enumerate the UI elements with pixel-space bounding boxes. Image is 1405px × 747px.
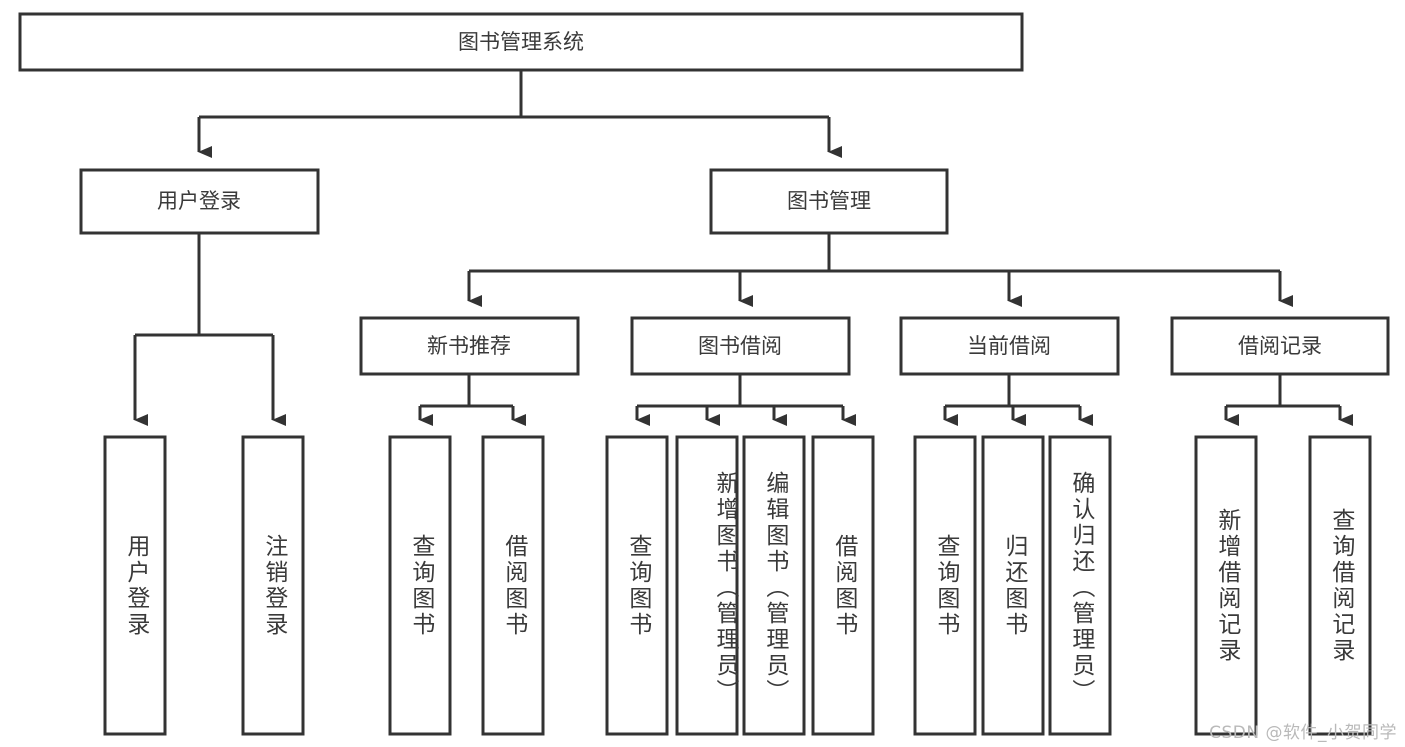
node-book-borrow-label: 图书借阅 <box>698 334 782 358</box>
node-current-borrow[interactable]: 当前借阅 <box>899 316 1120 376</box>
node-user-login-label: 用户登录 <box>157 189 241 213</box>
node-root[interactable]: 图书管理系统 <box>18 12 1024 72</box>
node-leaf-borrow-book-1-box[interactable] <box>481 435 545 736</box>
node-new-book-recommend[interactable]: 新书推荐 <box>359 316 580 376</box>
connector-layer <box>133 70 1353 426</box>
node-leaf-borrow-book-2-box[interactable] <box>811 435 875 736</box>
node-leaf-query-book-3-box[interactable] <box>913 435 977 736</box>
node-user-login-box[interactable] <box>79 168 320 235</box>
watermark-text: CSDN @软件_小贺同学 <box>1209 723 1397 743</box>
node-leaf-logout-box[interactable] <box>241 435 305 736</box>
node-borrow-record[interactable]: 借阅记录 <box>1170 316 1390 376</box>
node-leaf-confirm-return-box[interactable] <box>1048 435 1112 736</box>
node-leaf-query-book-1-box[interactable] <box>388 435 452 736</box>
node-leaf-return-book-box[interactable] <box>981 435 1045 736</box>
node-leaf-add-record-box[interactable] <box>1194 435 1258 736</box>
node-new-book-recommend-box[interactable] <box>359 316 580 376</box>
node-new-book-recommend-label: 新书推荐 <box>427 334 511 358</box>
node-user-login[interactable]: 用户登录 <box>79 168 320 235</box>
node-current-borrow-box[interactable] <box>899 316 1120 376</box>
node-leaf-query-book-2-box[interactable] <box>605 435 669 736</box>
node-leaf-edit-book-box[interactable] <box>742 435 806 736</box>
node-layer: 图书管理系统 用户登录 图书管理 新书推荐 图书借阅 当前 <box>18 12 1390 736</box>
node-root-box[interactable] <box>18 12 1024 72</box>
node-book-manage[interactable]: 图书管理 <box>709 168 949 235</box>
node-root-label: 图书管理系统 <box>458 30 584 54</box>
node-book-borrow-box[interactable] <box>630 316 851 376</box>
node-book-manage-box[interactable] <box>709 168 949 235</box>
node-current-borrow-label: 当前借阅 <box>967 334 1051 358</box>
node-leaf-query-record-box[interactable] <box>1308 435 1372 736</box>
node-book-manage-label: 图书管理 <box>787 189 871 213</box>
node-leaf-add-book-box[interactable] <box>675 435 739 736</box>
node-borrow-record-label: 借阅记录 <box>1238 334 1322 358</box>
node-book-borrow[interactable]: 图书借阅 <box>630 316 851 376</box>
node-leaf-user-login-box[interactable] <box>103 435 167 736</box>
node-borrow-record-box[interactable] <box>1170 316 1390 376</box>
